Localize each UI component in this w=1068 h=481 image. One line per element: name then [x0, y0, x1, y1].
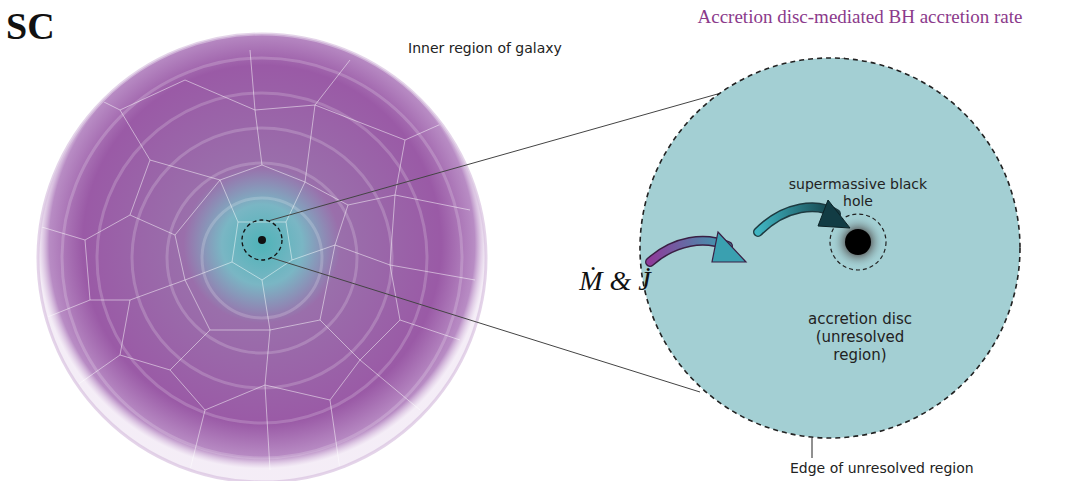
galaxy-region: Inner region of galaxy	[38, 34, 486, 481]
black-hole-dot	[258, 236, 266, 244]
flux-label: Ṁ & J̇	[560, 264, 670, 298]
galaxy-disc	[38, 34, 486, 481]
accretion-disc-region: accretion disc (unresolved region)Edge o…	[640, 58, 1020, 438]
bh-label: supermassive black hole	[788, 176, 928, 210]
panel-title: Accretion disc-mediated BH accretion rat…	[660, 6, 1060, 29]
black-hole-node: supermassive black hole	[844, 228, 872, 256]
zoom-line	[272, 258, 700, 392]
voronoi-cells	[35, 50, 475, 470]
zoom-circle	[242, 220, 282, 260]
black-hole	[845, 229, 871, 255]
accretion-disc	[640, 58, 1020, 438]
arrowhead	[712, 232, 746, 262]
region-label: Inner region of galaxy	[408, 40, 578, 57]
panel-letter: SC	[6, 4, 76, 50]
disc-label: accretion disc (unresolved region)	[790, 310, 930, 364]
swirl-texture	[62, 58, 462, 458]
leader-line	[812, 438, 813, 458]
edge-label: Edge of unresolved region	[790, 460, 990, 477]
